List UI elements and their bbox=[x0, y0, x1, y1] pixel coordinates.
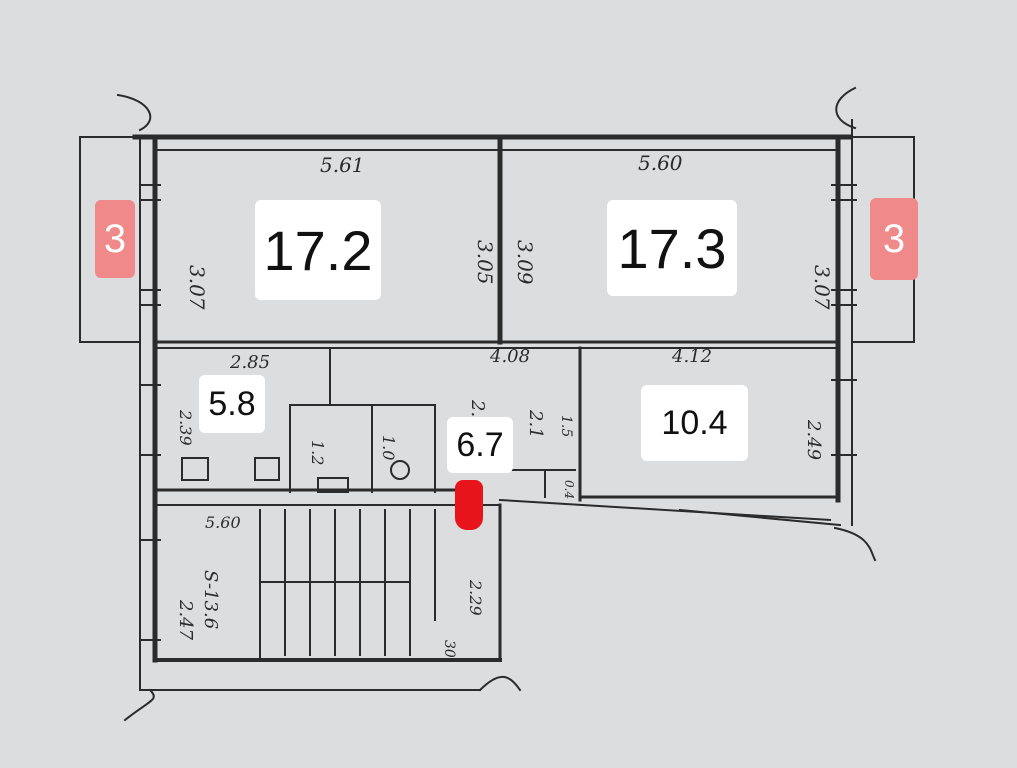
corridor-small-label: 30 bbox=[441, 640, 457, 658]
kitchen-area: 5.8 bbox=[199, 375, 265, 433]
corridor-wall-2 bbox=[678, 508, 842, 527]
stair-area-label: S-13.6 bbox=[200, 570, 221, 629]
room2-width-label: 5.60 bbox=[638, 151, 683, 175]
room3-width-label: 4.12 bbox=[671, 346, 712, 367]
break-top-left bbox=[116, 93, 152, 132]
entrance-marker bbox=[455, 480, 483, 530]
room-3-area: 10.4 bbox=[641, 385, 748, 461]
misc-label-1: 1.5 bbox=[558, 415, 574, 437]
bathtub-end bbox=[317, 477, 349, 493]
stove bbox=[181, 457, 209, 481]
hall-height-right: 2.1 bbox=[525, 409, 546, 439]
misc-label-2: 0.4 bbox=[562, 480, 576, 499]
room1-height-right: 3.05 bbox=[473, 240, 497, 285]
room-2-area: 17.3 bbox=[607, 200, 737, 296]
room-1-area: 17.2 bbox=[255, 200, 381, 300]
room2-height-right: 3.07 bbox=[810, 265, 834, 310]
room1-height-left: 3.07 bbox=[185, 265, 209, 310]
break-top-right bbox=[835, 86, 857, 130]
bath-label-2: 1.0 bbox=[379, 435, 398, 460]
break-bottom-right bbox=[833, 526, 877, 562]
corridor-height-label: 2.29 bbox=[466, 579, 485, 616]
kitchen-height-label: 2.39 bbox=[176, 409, 195, 446]
stair bbox=[259, 509, 436, 661]
room1-width-label: 5.61 bbox=[320, 153, 365, 177]
hall-width-label: 4.08 bbox=[489, 346, 530, 367]
sink bbox=[254, 457, 280, 481]
kitchen-width-label: 2.85 bbox=[229, 352, 270, 373]
left-balcony-badge: 3 bbox=[95, 200, 135, 278]
stair-height-label: 2.47 bbox=[175, 599, 196, 641]
windows bbox=[139, 184, 857, 641]
bath-label-1: 1.2 bbox=[308, 440, 327, 465]
corridor-wall bbox=[498, 498, 832, 522]
right-balcony-badge: 3 bbox=[870, 198, 918, 280]
left-balcony bbox=[79, 136, 141, 343]
room2-height-left: 3.09 bbox=[513, 240, 537, 285]
toilet bbox=[390, 460, 410, 480]
stair-width-label: 5.60 bbox=[205, 513, 241, 532]
break-bottom-mid bbox=[478, 675, 522, 692]
break-bottom-left bbox=[123, 688, 155, 722]
room3-height-label: 2.49 bbox=[803, 419, 824, 460]
hall-area: 6.7 bbox=[447, 417, 513, 473]
